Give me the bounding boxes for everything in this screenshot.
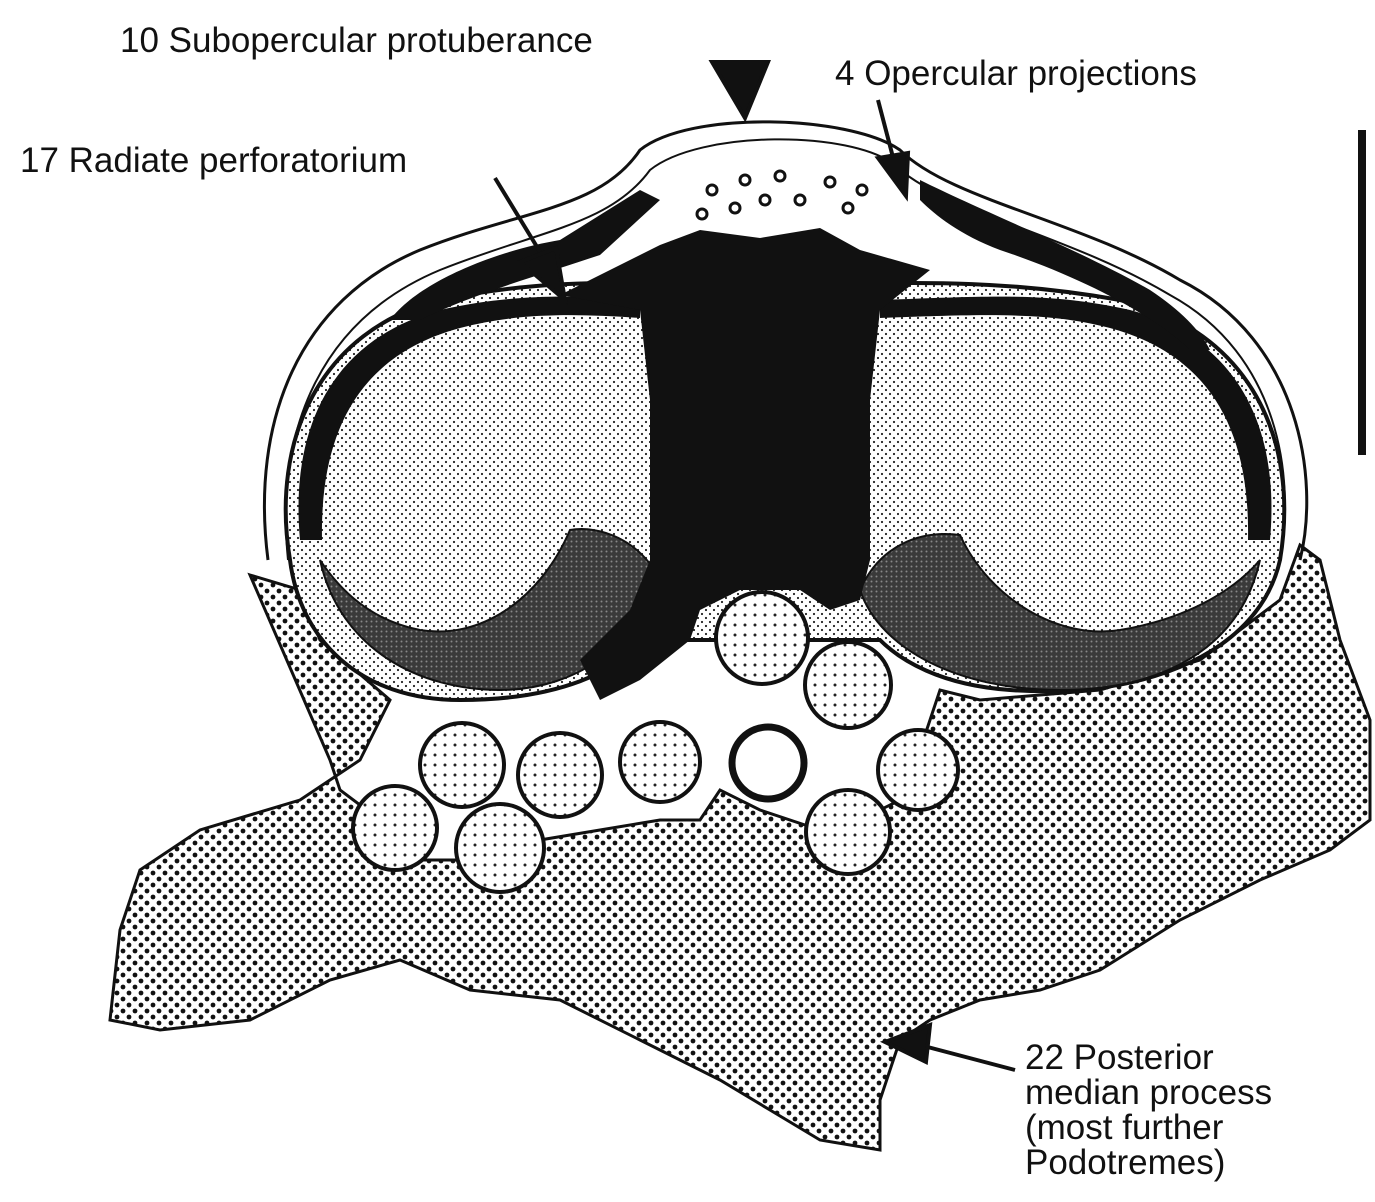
label-posterior-median-process: 22 Posterior median process (most furthe…	[1025, 1040, 1272, 1180]
label-posterior-line-3: (most further	[1025, 1110, 1272, 1145]
label-posterior-line-4: Podotremes)	[1025, 1145, 1272, 1180]
label-subopercular-protuberance: 10 Subopercular protuberance	[120, 22, 593, 60]
scale-bar	[1358, 130, 1366, 455]
label-posterior-line-2: median process	[1025, 1075, 1272, 1110]
opercular-pores	[697, 171, 867, 219]
label-radiate-perforatorium: 17 Radiate perforatorium	[20, 142, 407, 180]
label-opercular-projections: 4 Opercular projections	[835, 55, 1197, 93]
label-posterior-line-1: 22 Posterior	[1025, 1040, 1272, 1075]
